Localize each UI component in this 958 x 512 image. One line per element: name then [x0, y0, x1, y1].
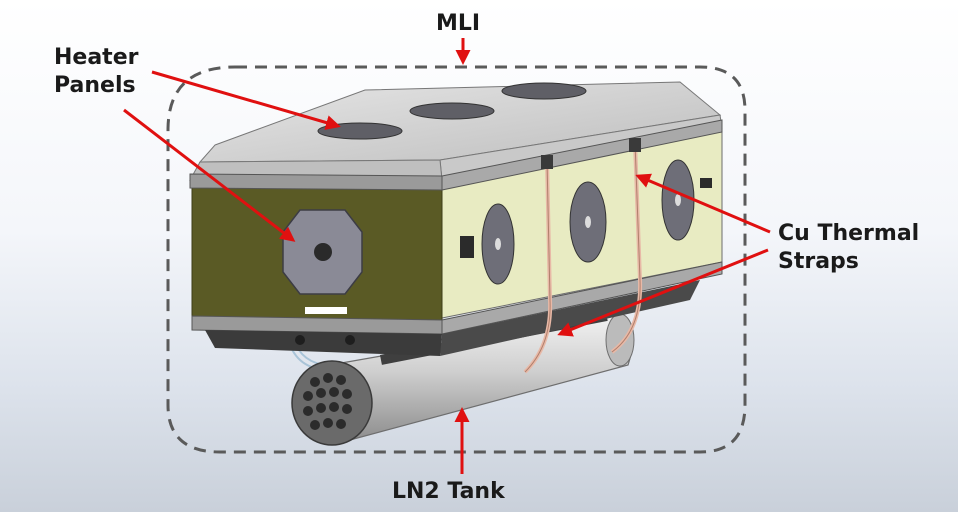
label-cu-thermal-straps: Cu Thermal Straps	[778, 220, 919, 276]
label-heater-panels: Heater Panels	[54, 44, 138, 100]
label-cu-line1: Cu Thermal	[778, 221, 920, 246]
arrow-heater-top	[151, 70, 341, 130]
arrow-cu-upper	[635, 173, 771, 234]
label-mli: MLI	[436, 11, 481, 36]
annotation-arrows	[123, 38, 771, 474]
label-heater-line2: Panels	[54, 73, 136, 98]
ln2-tank	[291, 311, 635, 446]
tank-end-holes	[303, 373, 352, 430]
box-base	[205, 330, 442, 356]
label-heater-line1: Heater	[54, 45, 139, 70]
instrument-box	[189, 81, 723, 356]
mli-outline	[166, 65, 747, 454]
front-label-plate	[305, 307, 347, 314]
heater-panel-top-3	[501, 82, 587, 100]
label-ln2-tank: LN2 Tank	[392, 479, 505, 504]
label-cu-line2: Straps	[778, 249, 859, 274]
arrow-heater-front	[123, 108, 296, 242]
cu-thermal-straps	[523, 138, 643, 374]
arrow-cu-lower	[557, 248, 769, 337]
heater-panel-top-2	[409, 102, 495, 120]
